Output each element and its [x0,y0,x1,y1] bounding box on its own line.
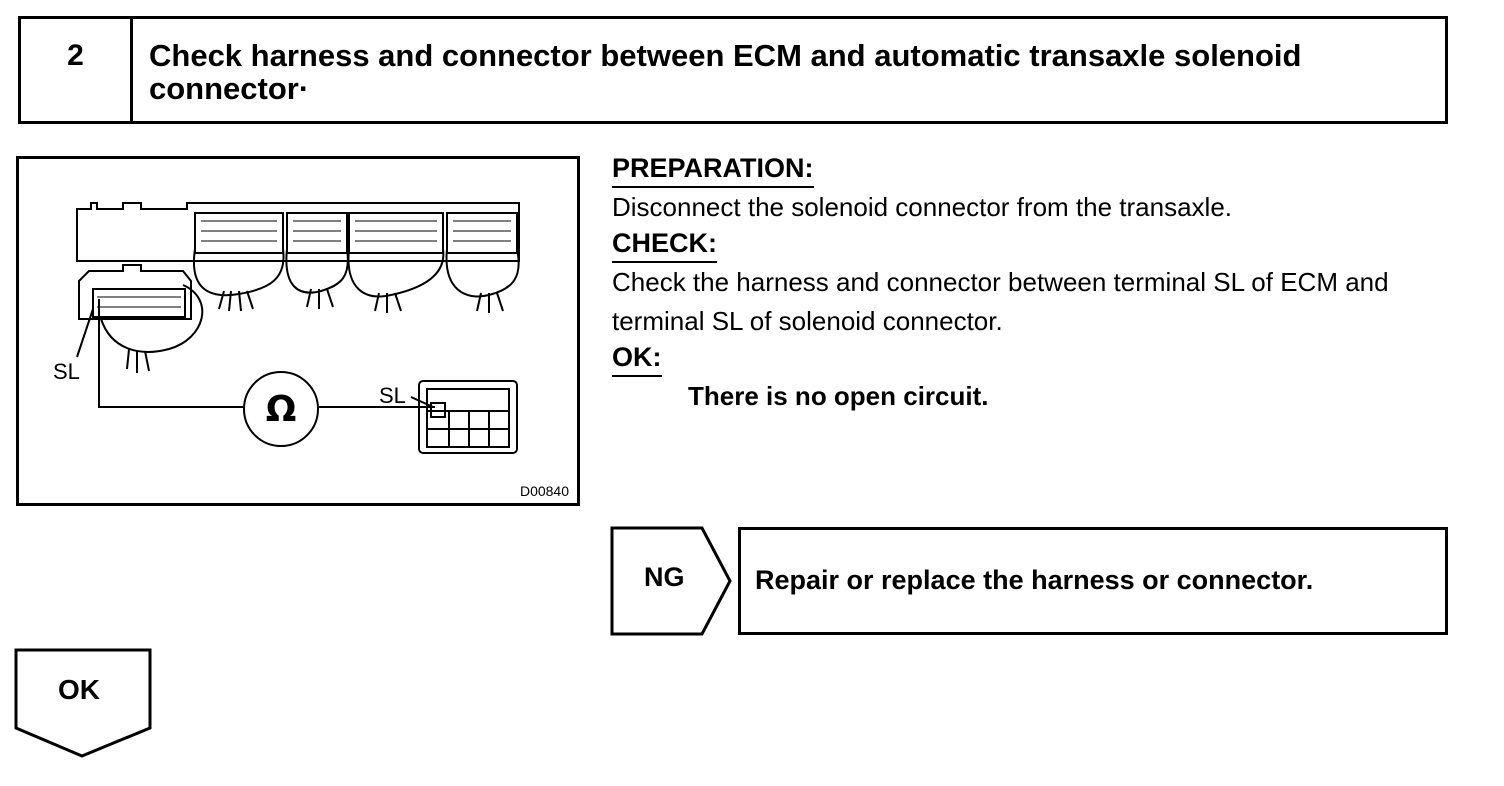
step-title: Check harness and connector between ECM … [149,38,1302,106]
wiring-diagram: SL SL Ω D00840 [16,156,580,506]
ohmmeter-icon: Ω [266,389,297,430]
ok-result-text: There is no open circuit. [688,381,989,411]
preparation-text: Disconnect the solenoid connector from t… [612,192,1233,222]
step-number: 2 [21,19,133,121]
ecm-connector-diagram: SL SL Ω [53,202,520,454]
ok-arrow-icon [14,648,152,758]
ng-arrow-icon [610,526,732,636]
check-text: Check the harness and connector between … [612,267,1389,336]
check-heading: CHECK: [612,227,717,263]
ok-heading: OK: [612,341,662,377]
sl-solenoid-label: SL [379,383,406,408]
ng-label: NG [644,562,685,592]
figure-code: D00840 [519,483,569,499]
ng-action-box: Repair or replace the harness or connect… [738,527,1448,635]
procedure: PREPARATION: Disconnect the solenoid con… [612,152,1472,412]
sl-ecm-label: SL [53,359,80,384]
ok-label: OK [58,674,100,705]
step-header: 2 Check harness and connector between EC… [18,16,1448,124]
preparation-heading: PREPARATION: [612,152,814,188]
ng-action-text: Repair or replace the harness or connect… [755,565,1314,595]
